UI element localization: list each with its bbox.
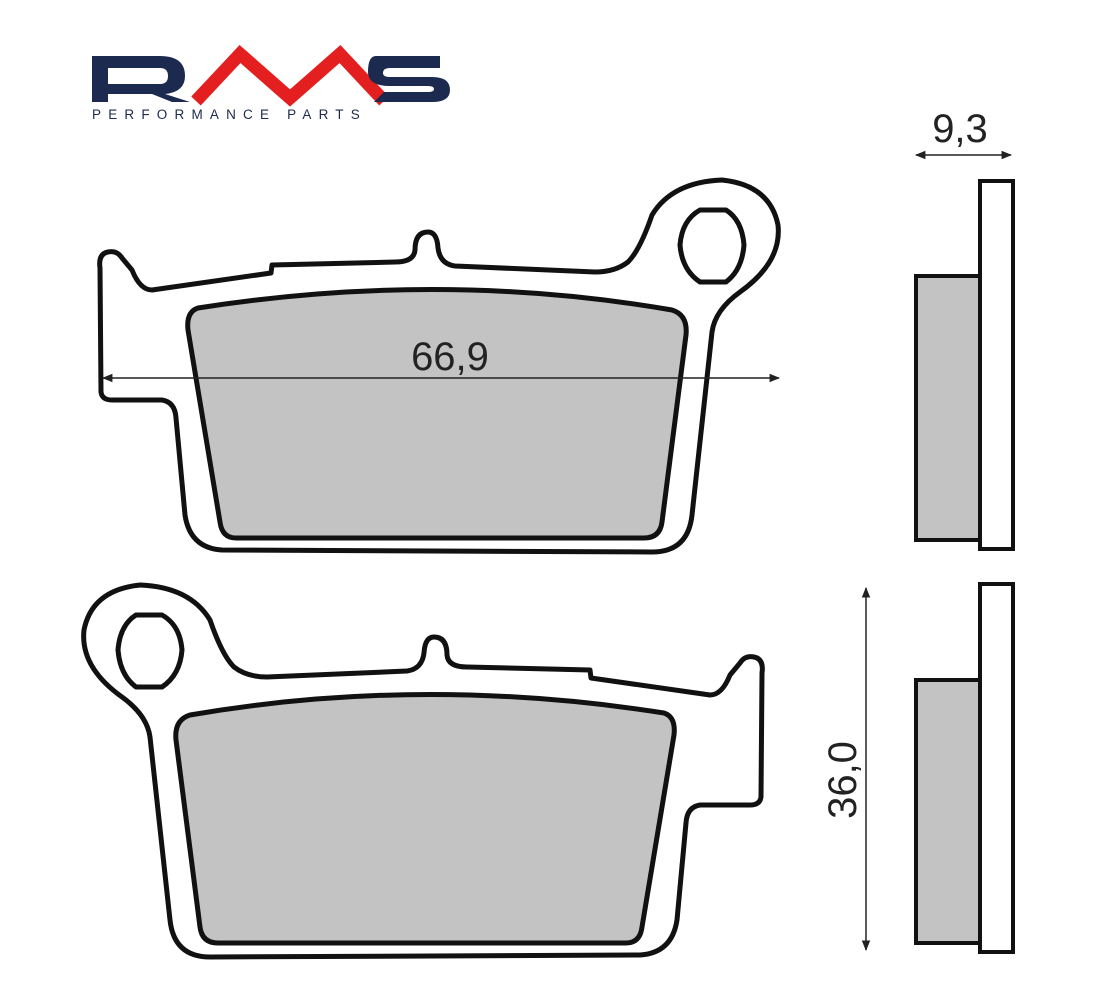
logo-suffix: SPA	[385, 93, 402, 103]
bottom-side-view	[914, 582, 1015, 954]
bottom-brake-pad	[84, 585, 763, 957]
thickness-label: 9,3	[932, 107, 988, 151]
height-label: 36,0	[821, 741, 865, 819]
width-label: 66,9	[411, 335, 489, 379]
logo-tagline: PERFORMANCE PARTS	[92, 107, 367, 122]
rms-logo: SPA PERFORMANCE PARTS	[92, 44, 450, 122]
top-side-view	[914, 179, 1015, 551]
